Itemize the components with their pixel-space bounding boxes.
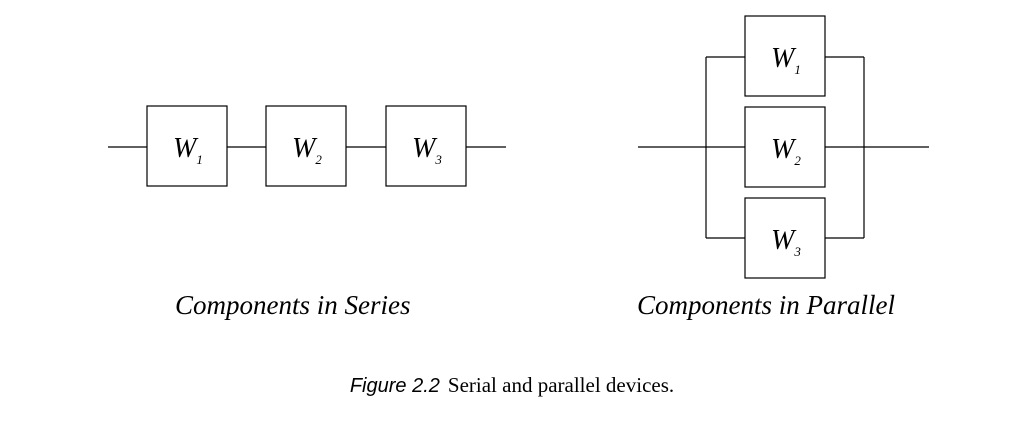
parallel-w2-subscript: 2 (794, 153, 801, 168)
parallel-w3-letter: W (771, 225, 797, 256)
parallel-component-w3: W3 (744, 197, 826, 279)
series-component-w3: W3 (385, 105, 467, 187)
figure-caption-text: Serial and parallel devices. (447, 373, 675, 397)
series-w1-subscript: 1 (196, 152, 203, 167)
parallel-w3-subscript: 3 (793, 244, 801, 259)
series-component-w2: W2 (265, 105, 347, 187)
svg-text:W1: W1 (173, 133, 203, 167)
series-caption: Components in Series (175, 290, 411, 320)
series-w1-letter: W (173, 133, 199, 164)
parallel-w1-letter: W (771, 43, 797, 74)
parallel-w2-letter: W (771, 134, 797, 165)
parallel-caption: Components in Parallel (637, 290, 895, 320)
series-w2-letter: W (292, 133, 318, 164)
series-diagram: W1 W2 W3 (108, 105, 506, 187)
svg-text:W3: W3 (412, 133, 442, 167)
parallel-component-w2: W2 (744, 106, 826, 188)
series-component-w1: W1 (146, 105, 228, 187)
series-w2-subscript: 2 (315, 152, 322, 167)
series-w3-subscript: 3 (434, 152, 442, 167)
parallel-diagram: W1 W2 W3 (638, 15, 929, 279)
svg-text:W3: W3 (771, 225, 801, 259)
figure-number: Figure 2.2 (349, 375, 440, 397)
parallel-component-w1: W1 (744, 15, 826, 97)
svg-text:W2: W2 (292, 133, 322, 167)
parallel-w1-subscript: 1 (794, 62, 801, 77)
svg-text:W1: W1 (771, 43, 801, 77)
series-w3-letter: W (412, 133, 438, 164)
figure-caption: Figure 2.2 Serial and parallel devices. (0, 373, 1024, 398)
svg-text:W2: W2 (771, 134, 801, 168)
